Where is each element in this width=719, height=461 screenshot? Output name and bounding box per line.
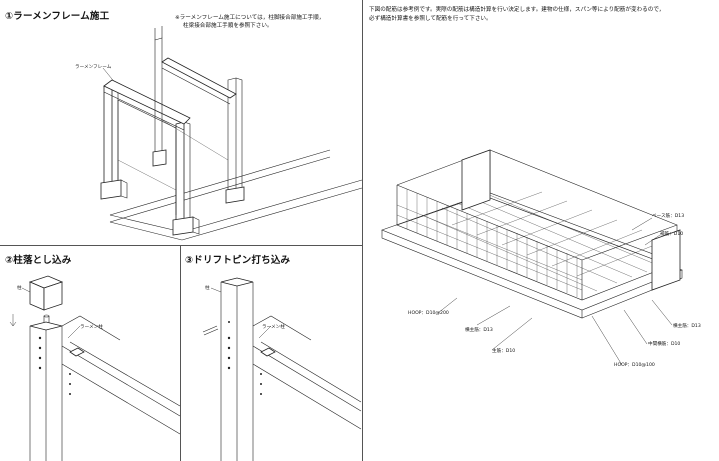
label-stirrup-top: 補筋：D10: [660, 232, 684, 237]
section-title-rahmen: ①ラーメンフレーム施工: [5, 11, 110, 22]
rebar-note: 下図の配筋は参考例です。実際の配筋は構造計算を行い決定します。建物の仕様，スパン…: [369, 6, 664, 24]
vertical-divider: [362, 0, 363, 461]
rahmen-frame-drawing: [100, 26, 363, 241]
section-title-column-drop: ②柱落とし込み: [5, 255, 72, 266]
rebar-note-line-1: 下図の配筋は参考例です。実際の配筋は構造計算を行い決定します。建物の仕様，スパン…: [369, 7, 665, 13]
label-main-rebar-right: 横主筋：D13: [673, 324, 701, 329]
label-rahmen-column-3: ラーメン柱: [262, 325, 285, 330]
column-drop-drawing: [9, 275, 181, 461]
section-title-drift-pin: ③ドリフトピン打ち込み: [185, 255, 291, 266]
drift-pin-drawing: [202, 277, 362, 461]
label-main-rebar-left: 横主筋：D13: [465, 328, 493, 333]
label-column-2: 柱: [17, 286, 22, 291]
rahmen-note-line-2: 柱梁接合部施工手順を参照下さい。: [183, 23, 273, 29]
rebar-note-line-2: 必ず構造計算書を参照して配筋を行って下さい。: [369, 16, 492, 22]
label-rahmen-column-2: ラーメン柱: [80, 325, 103, 330]
horizontal-divider: [0, 245, 362, 246]
label-column-3: 柱: [205, 286, 210, 291]
rebar-foundation-drawing: [381, 149, 683, 366]
label-main-rebar-bottom: 主筋：D10: [492, 349, 516, 354]
label-hoop-left: HOOP：D10@200: [408, 311, 449, 316]
lower-divider: [180, 246, 181, 461]
rahmen-note-line-1: ※ラーメンフレーム施工については，柱脚接合部施工手順，: [175, 15, 325, 21]
label-rahmen-frame: ラーメンフレーム: [75, 65, 112, 70]
label-middle-rebar: 中間横筋：D10: [648, 342, 681, 347]
label-hoop-bottom: HOOP：D10@100: [614, 363, 655, 368]
label-base-rebar: ベース筋：D13: [652, 214, 685, 219]
